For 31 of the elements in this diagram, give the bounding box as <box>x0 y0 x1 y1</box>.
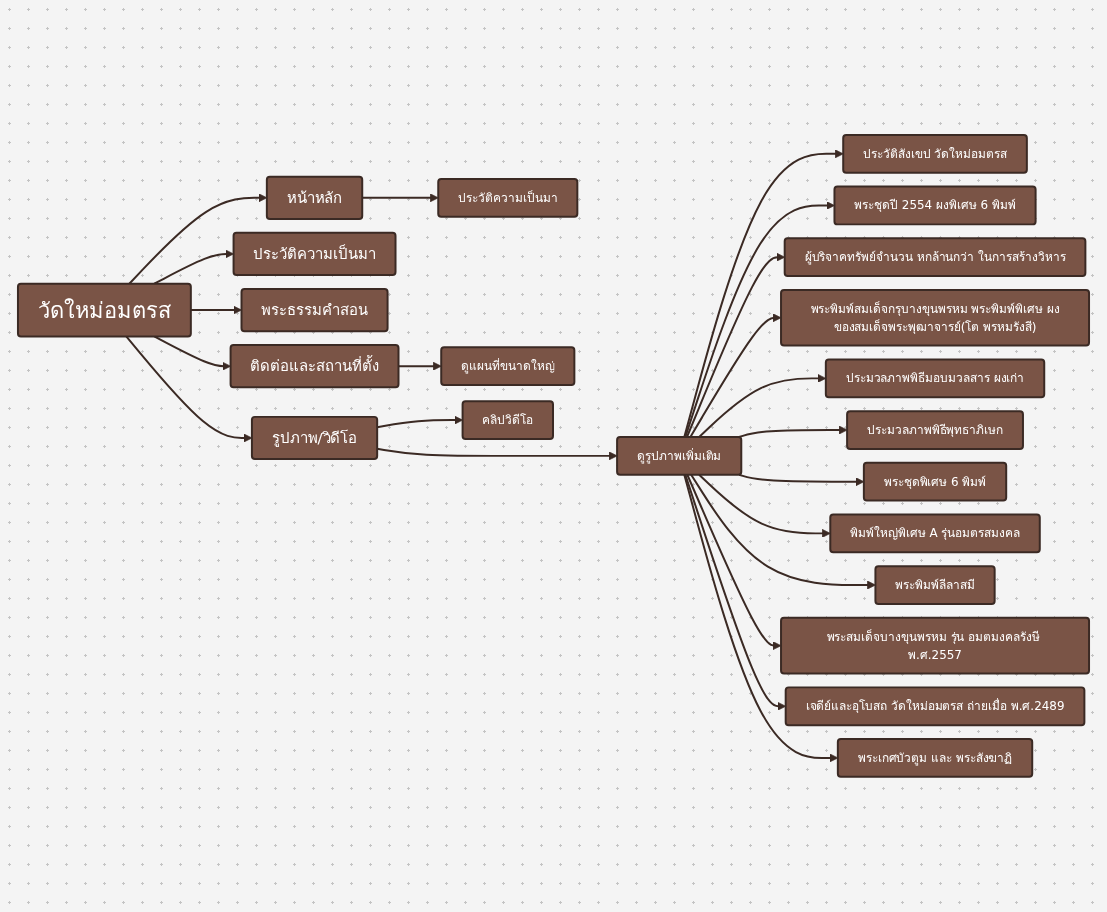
menu-box: พิมพ์ใหญ่พิเศษ A รุ่นอมตรสมงคล <box>829 513 1041 554</box>
menu-box: ประวัติความเป็นมา <box>232 231 397 277</box>
menu-box: พระสมเด็จบางขุนพรหม รุ่น อมตมงคลรังษี พ.ศ.2557 <box>780 616 1091 675</box>
arrow <box>153 249 234 285</box>
menu-box: พระชุดพิเศษ 6 พิมพ์ <box>862 461 1008 502</box>
arrow <box>684 201 835 439</box>
menu-box: ผู้บริจาคทรัพย์จำนวน หกล้านกว่า ในการสร้างวิหาร <box>783 237 1087 278</box>
arrow <box>686 473 782 651</box>
menu-box: วัดใหม่อมตรส <box>16 282 192 338</box>
arrow <box>738 425 848 439</box>
arrow <box>153 335 231 371</box>
menu-box: รูปภาพ/วิดีโอ <box>250 416 379 461</box>
menu-box: ดูแผนที่ขนาดใหญ่ <box>440 346 576 387</box>
arrow <box>683 149 844 439</box>
arrow <box>698 473 831 538</box>
arrow <box>689 313 782 439</box>
menu-box: ประมวลภาพพิธีมอบมวลสาร ผงเก่า <box>824 358 1046 399</box>
arrow <box>690 473 876 590</box>
menu-box: ประวัติสังเขป วัดใหม่อมตรส <box>842 134 1028 174</box>
menu-box: ประมวลภาพพิธีพุทธาภิเษก <box>846 410 1024 451</box>
menu-box: เจดีย์และอุโบสถ วัดใหม่อมตรส ถ่ายเมื่อ พ.ศ.2489 <box>784 686 1086 727</box>
menu-box: พระธรรมคำสอน <box>240 288 389 333</box>
menu-box: ประวัติความเป็นมา <box>437 178 579 218</box>
menu-box: พระพิมพ์สมเด็จกรุบางขุนพรหม พระพิมพ์พิเศษ ผงของสมเด็จพระพุฒาจารย์(โต พรหมรังสี) <box>780 289 1091 347</box>
menu-box: ติดต่อและสถานที่ตั้ง <box>229 344 400 389</box>
menu-box: คลิปวิดีโอ <box>461 400 554 441</box>
menu-box: พระชุดปี 2554 ผงพิเศษ 6 พิมพ์ <box>833 185 1037 226</box>
menu-box: พระเกศบัวตูม และ พระสังฆาฏิ <box>836 738 1034 778</box>
menu-box: พระพิมพ์ลีลาสมี <box>874 565 996 606</box>
menu-box: หน้าหลัก <box>265 175 364 221</box>
menu-box: ดูรูปภาพเพิ่มเติม <box>616 436 743 476</box>
